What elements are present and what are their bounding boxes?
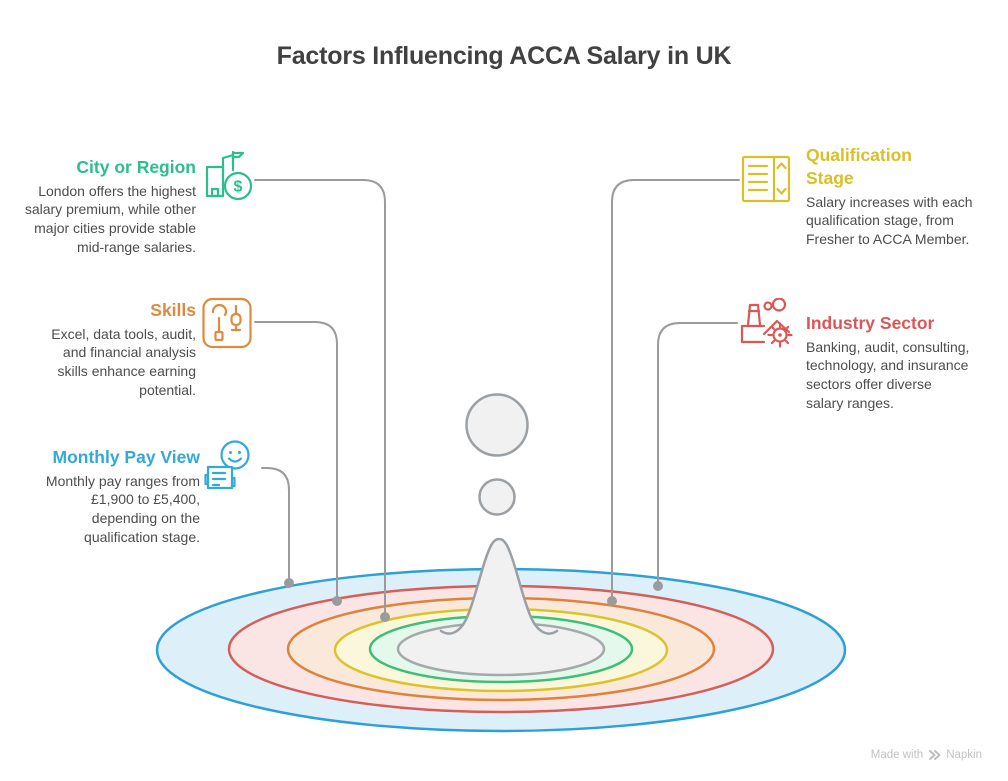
factor-title: Industry Sector	[806, 313, 935, 333]
connector-monthly-pay-view	[261, 467, 290, 579]
factor-description: Excel, data tools, audit, and financial …	[51, 325, 196, 398]
connector-lines	[254, 179, 740, 613]
factor-city-or-region: City or Region London offers the highest…	[18, 156, 196, 256]
factor-description: Monthly pay ranges from £1,900 to £5,400…	[45, 472, 200, 545]
made-with-label: Made with	[870, 749, 924, 761]
endpoint-skills	[332, 596, 342, 606]
endpoint-industry-sector	[653, 581, 663, 591]
endpoint-monthly-pay-view	[284, 578, 294, 588]
factor-qualification-stage: Qualification Stage Salary increases wit…	[806, 144, 976, 248]
connector-skills	[254, 321, 338, 597]
made-with-napkin-credit: Made with Napkin	[871, 749, 982, 761]
connector-qualification-stage	[611, 179, 740, 597]
factor-industry-sector: Industry Sector Banking, audit, consulti…	[806, 312, 970, 412]
payslip-smiley-icon	[204, 440, 254, 494]
svg-text:$: $	[234, 179, 243, 196]
factor-monthly-pay-view: Monthly Pay View Monthly pay ranges from…	[30, 446, 200, 546]
connector-industry-sector	[657, 322, 738, 582]
splash-column-fill	[446, 539, 552, 648]
factor-title: Monthly Pay View	[52, 447, 201, 467]
endpoint-qualification-stage	[607, 596, 617, 606]
factor-title: Skills	[150, 300, 196, 320]
factor-skills: Skills Excel, data tools, audit, and fin…	[30, 299, 196, 399]
droplet-small	[478, 478, 516, 516]
factor-title: Qualification Stage	[806, 145, 912, 188]
connector-endpoints	[284, 578, 663, 622]
factor-description: Banking, audit, consulting, technology, …	[806, 338, 970, 411]
list-stages-icon	[741, 155, 791, 203]
factor-title: City or Region	[76, 157, 196, 177]
city-buildings-dollar-icon: $	[202, 150, 254, 204]
droplet-large	[465, 393, 529, 457]
connector-city-or-region	[254, 179, 386, 613]
endpoint-city-or-region	[380, 612, 390, 622]
factor-description: London offers the highest salary premium…	[24, 182, 196, 255]
factory-gear-icon	[738, 298, 794, 350]
page-title: Factors Influencing ACCA Salary in UK	[276, 42, 732, 70]
splash-column-outline	[439, 537, 559, 635]
brand-label: Napkin	[946, 749, 982, 761]
wrench-tools-icon	[202, 297, 252, 349]
napkin-logo-icon	[929, 750, 941, 760]
factor-description: Salary increases with each qualification…	[806, 193, 973, 247]
